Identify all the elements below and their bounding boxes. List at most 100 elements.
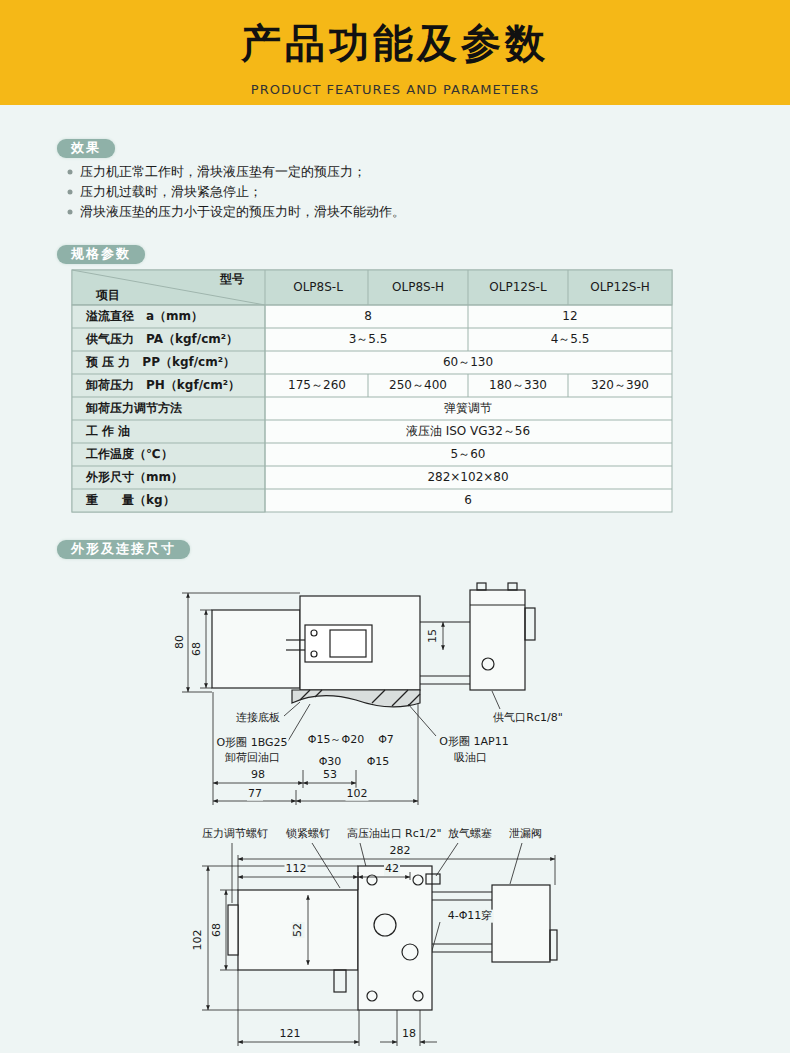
section-heading-text: 效果	[71, 140, 101, 155]
dimension-value: 68	[211, 922, 224, 938]
front-view-part	[286, 639, 305, 640]
part-label: 供气口Rc1/8"	[492, 712, 563, 725]
table-cell: 8	[364, 310, 372, 324]
dimension-value: 121	[279, 1028, 302, 1041]
dimension-value: 80	[174, 634, 187, 650]
front-view-part	[470, 590, 525, 690]
part-label: 锁紧螺钉	[285, 828, 331, 841]
part-label: 吸油口	[453, 752, 488, 765]
plan-view-part	[432, 891, 492, 892]
front-view-part	[300, 690, 310, 700]
part-label: 4-Φ11穿	[447, 910, 494, 923]
plan-view-part	[334, 970, 346, 992]
dimension-value: 98	[250, 769, 266, 782]
row-label: 工作温度（℃）	[86, 448, 173, 462]
plan-view-part	[492, 885, 550, 962]
dimension-line-part	[358, 877, 410, 878]
spec-table-part	[72, 466, 672, 467]
table-cell: 4～5.5	[551, 333, 590, 347]
dimension-line-part	[213, 801, 296, 802]
dimension-line-part	[206, 610, 207, 688]
spec-table-part	[72, 270, 265, 305]
page-title: 产品功能及参数	[0, 20, 790, 66]
spec-table-part	[468, 374, 469, 397]
spec-table-part	[72, 374, 672, 375]
front-view-part	[292, 690, 420, 707]
dimension-value: Φ15	[366, 756, 391, 769]
spec-table-part	[72, 489, 672, 490]
dimension-value: 102	[346, 788, 369, 801]
spec-table-part	[72, 270, 672, 512]
spec-table-part	[72, 305, 265, 512]
dimension-line-part	[202, 1010, 358, 1011]
leader-line-part	[232, 843, 233, 903]
front-view-part	[420, 675, 470, 676]
front-view-part	[311, 651, 317, 657]
section-heading: 规格参数	[57, 245, 145, 264]
row-label: 供气压力 PA（kgf/cm²）	[86, 333, 238, 347]
plan-view-part	[413, 991, 423, 1001]
dimension-line-part	[220, 970, 238, 971]
dimension-value: 15	[427, 628, 440, 644]
row-label: 预 压 力 PP（kgf/cm²）	[86, 356, 235, 370]
dimension-line-part	[443, 622, 444, 650]
front-view	[212, 583, 535, 707]
dimension-line-part	[296, 801, 418, 802]
dimension-line-part	[188, 593, 189, 692]
spec-table-part	[72, 328, 672, 329]
dimension-line-part	[238, 877, 358, 878]
dimension-line-part	[238, 855, 239, 890]
leader-line-part	[312, 843, 340, 888]
part-label: 压力调节螺钉	[201, 828, 269, 841]
leader-line-part	[284, 702, 300, 716]
table-cell: 282×102×80	[427, 471, 508, 485]
dimension-line-part	[380, 1042, 397, 1043]
part-label: 放气螺塞	[447, 828, 493, 841]
front-view-part	[525, 608, 535, 640]
front-view-part	[330, 630, 366, 657]
spec-table-part	[468, 270, 469, 305]
dimension-value: 18	[401, 1028, 417, 1041]
dimension-line-part	[182, 593, 300, 594]
spec-table-part	[72, 397, 672, 398]
dimension-value: 42	[384, 863, 400, 876]
plan-view-part	[367, 991, 377, 1001]
dimension-line-part	[358, 872, 359, 890]
dimension-line-part	[410, 872, 411, 880]
dimension-line-part	[418, 704, 419, 805]
spec-table-part	[568, 374, 569, 397]
dimension-line-part	[356, 770, 357, 788]
front-view-part	[482, 658, 494, 670]
plan-view-part	[238, 890, 358, 970]
part-label: O形圈 1AP11	[438, 736, 509, 749]
dimension-value: Φ15～Φ20	[307, 734, 365, 747]
bullet-dot	[68, 170, 73, 215]
dimension-line-part	[397, 1010, 398, 1046]
front-view-part	[508, 583, 517, 590]
dimension-line-part	[208, 866, 209, 1010]
row-label: 外形尺寸（mm）	[86, 471, 183, 485]
front-view-part	[420, 621, 470, 622]
dimension-value: 77	[247, 788, 263, 801]
dimension-line-part	[420, 1010, 421, 1046]
plan-view-part	[432, 951, 492, 952]
part-label: 卸荷回油口	[224, 752, 281, 765]
table-cell: 250～400	[389, 379, 447, 393]
table-header: 型号	[220, 273, 244, 287]
bullet-dot-part	[68, 170, 73, 175]
part-label: 泄漏阀	[508, 828, 543, 841]
table-cell: 320～390	[591, 379, 649, 393]
spec-table	[72, 270, 672, 512]
row-label: 溢流直径 a（mm）	[86, 310, 203, 324]
dimension-line-part	[359, 1010, 360, 1046]
dimension-line-part	[420, 1042, 437, 1043]
dimension-line-part	[202, 866, 358, 867]
dimension-line-part	[296, 790, 297, 805]
row-label: 工 作 油	[86, 425, 130, 439]
front-view-part	[315, 690, 322, 697]
front-view-part	[305, 625, 372, 662]
dimension-line-part	[238, 859, 555, 860]
spec-table-part	[368, 374, 369, 397]
front-view-part	[372, 690, 385, 703]
